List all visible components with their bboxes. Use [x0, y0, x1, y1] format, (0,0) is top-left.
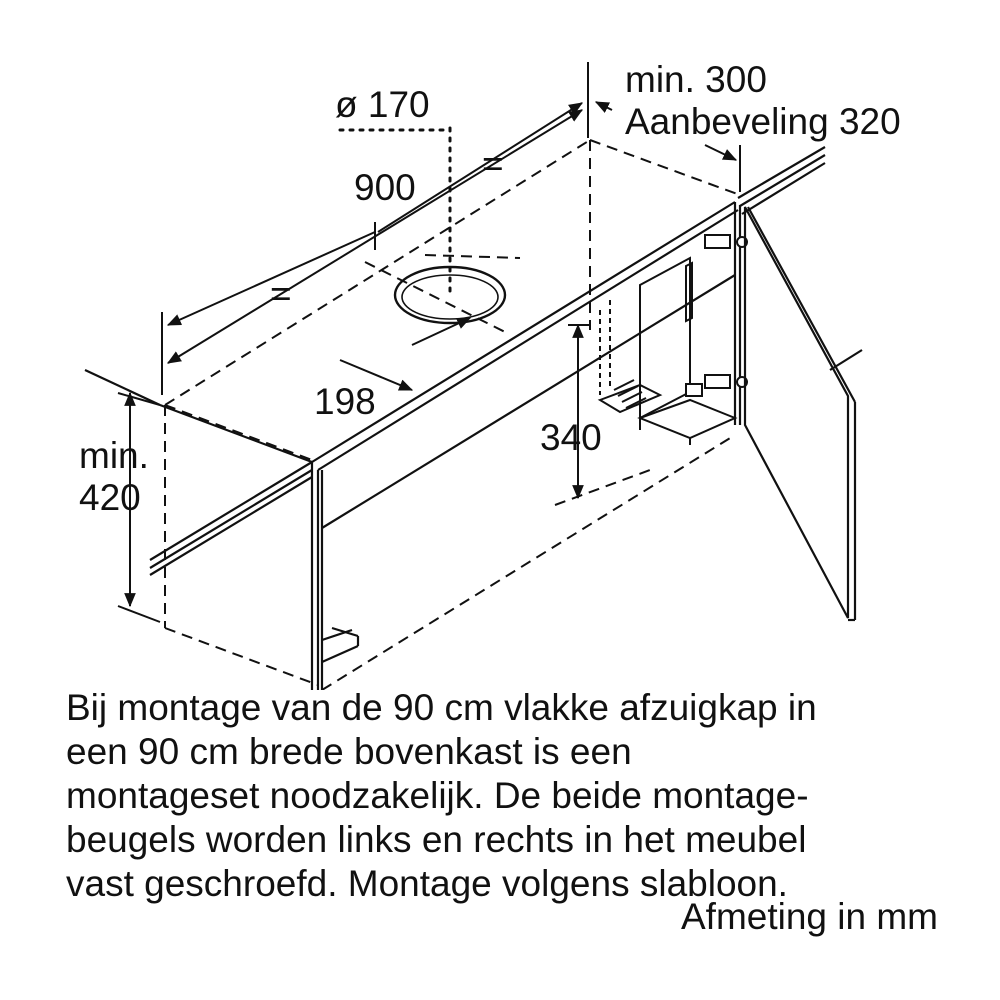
dimension-lines: [117, 62, 741, 623]
equal-sign-right: =: [482, 143, 504, 184]
cabinet: [84, 146, 826, 690]
installation-note-line: beugels worden links en rechts in het me…: [66, 819, 807, 860]
installation-note-line: een 90 cm brede bovenkast is een: [66, 731, 632, 772]
unit-note: Afmeting in mm: [680, 896, 938, 937]
hidden-outline: [164, 139, 741, 690]
duct-diameter-label: ø 170: [335, 84, 430, 125]
width-label: 900: [354, 167, 416, 208]
inner-height-label: 340: [540, 417, 602, 458]
duct-offset-label: 198: [314, 381, 376, 422]
equal-sign-left: =: [270, 273, 292, 314]
installation-note-line: Bij montage van de 90 cm vlakke afzuigka…: [66, 687, 817, 728]
open-door: [743, 206, 863, 622]
installation-diagram: ø 170 min. 300 Aanbeveling 320 900 = = 1…: [79, 59, 901, 690]
clearance-min-label: min.: [79, 435, 149, 476]
clearance-min-value: 420: [79, 477, 141, 518]
depth-recommended-label: Aanbeveling 320: [625, 101, 901, 142]
installation-note: Bij montage van de 90 cm vlakke afzuigka…: [66, 686, 966, 906]
mounting-bracket: [597, 256, 738, 445]
installation-note-line: montageset noodzakelijk. De beide montag…: [66, 775, 809, 816]
installation-note-line: vast geschroefd. Montage volgens slabloo…: [66, 863, 788, 904]
depth-min-label: min. 300: [625, 59, 767, 100]
duct-opening: [338, 126, 507, 325]
hinges: [704, 234, 748, 389]
